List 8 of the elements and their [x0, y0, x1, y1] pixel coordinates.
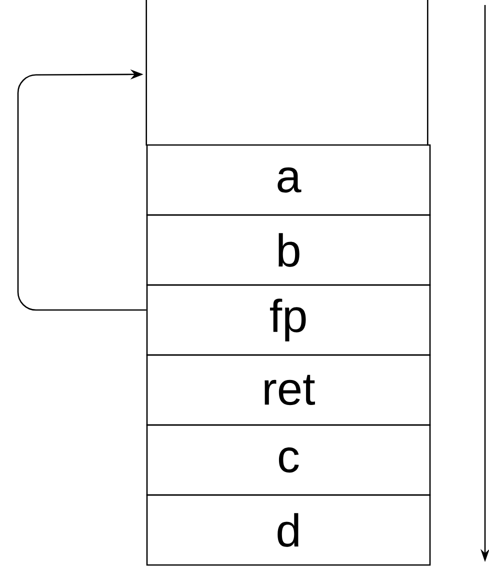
stack-space	[146, 0, 428, 146]
stack-frame: c	[146, 424, 431, 496]
stack-frame: a	[146, 144, 431, 216]
stack-frame: d	[146, 494, 431, 566]
stack-frame: ret	[146, 354, 431, 426]
stack-frame: b	[146, 214, 431, 286]
arrow	[17, 69, 146, 311]
stack-frame: fp	[146, 284, 431, 356]
